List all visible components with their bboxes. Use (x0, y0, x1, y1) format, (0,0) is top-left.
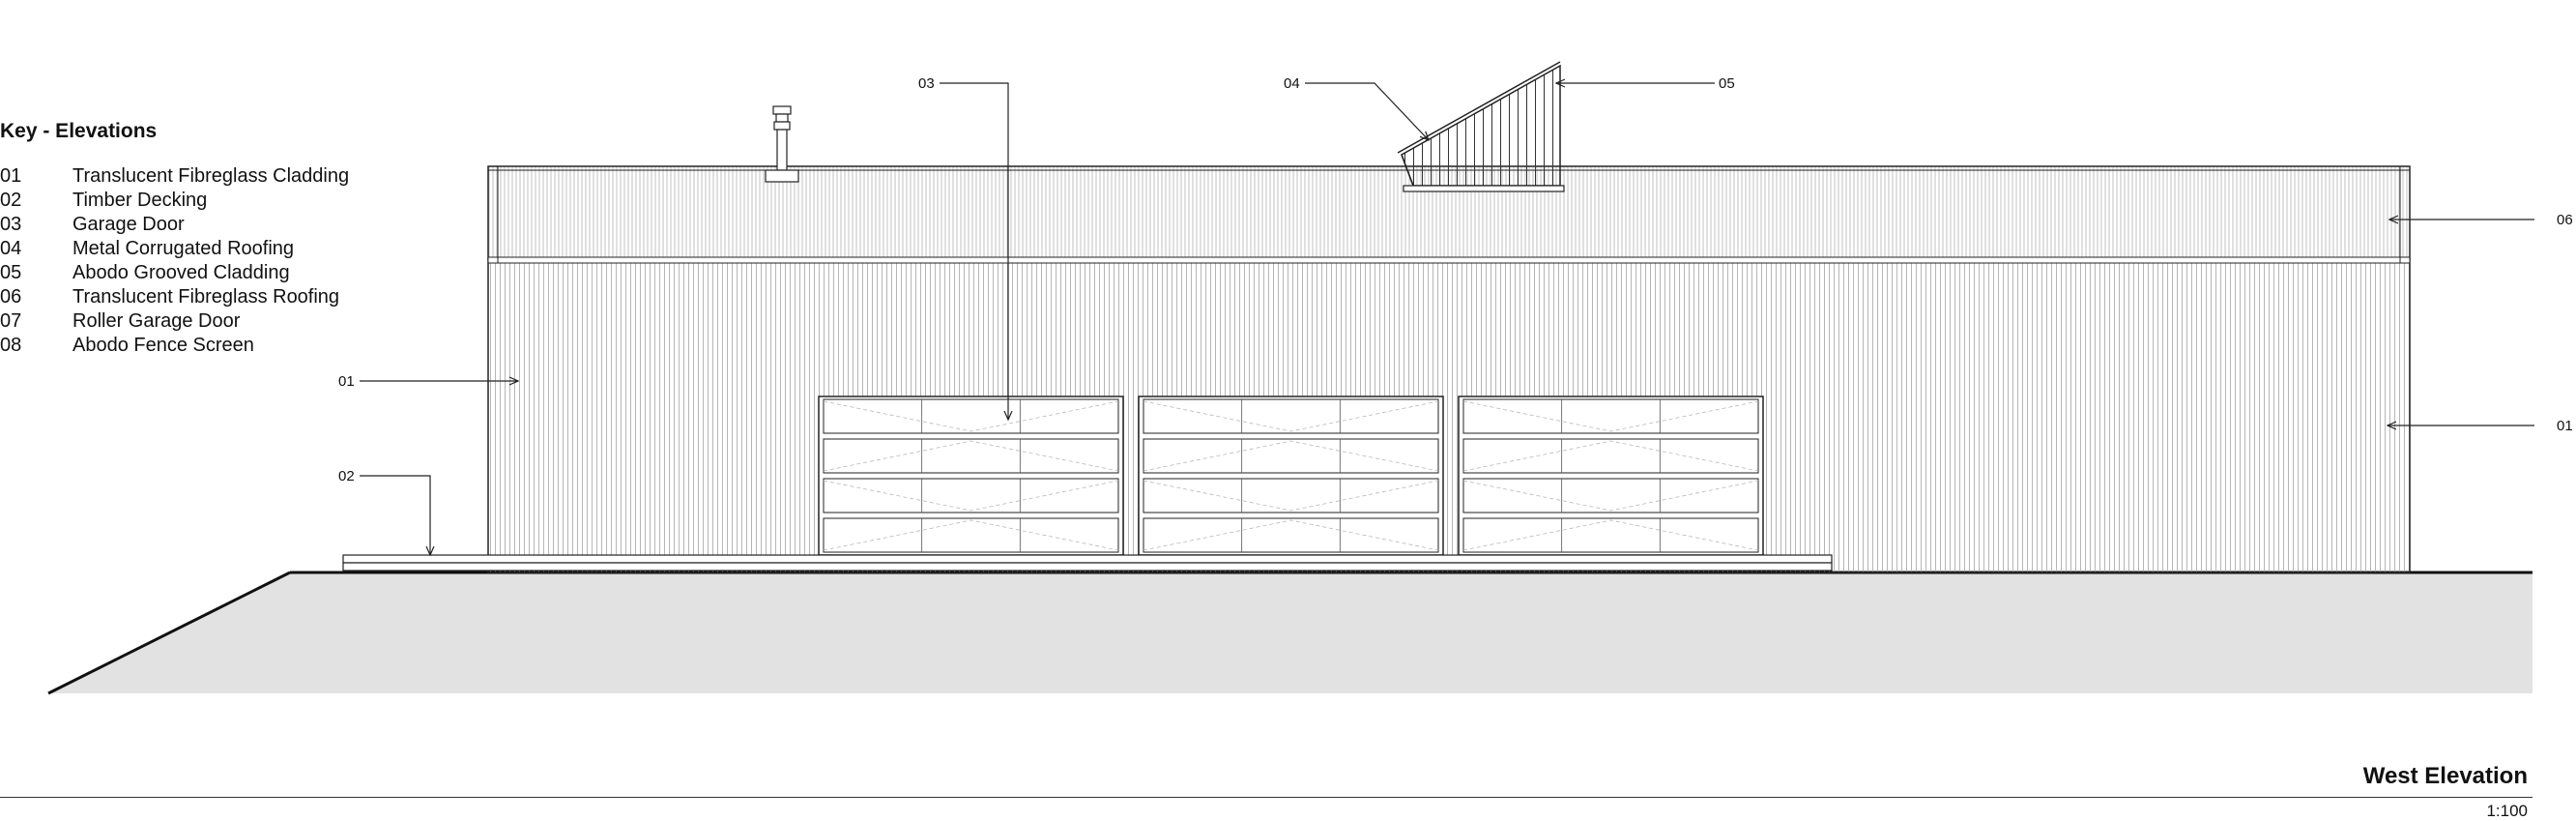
band-trim (487, 256, 2411, 264)
key-item-label: Translucent Fibreglass Roofing (72, 286, 340, 308)
key-item-code: 02 (0, 190, 22, 211)
sheet-scale: 1:100 (2486, 802, 2528, 820)
ground-slope-line (47, 571, 291, 695)
key-item-label: Roller Garage Door (72, 310, 241, 332)
door-panel (1143, 438, 1439, 474)
door-panel (823, 478, 1119, 513)
door-panel (1143, 398, 1439, 434)
garage-doors (818, 396, 1764, 556)
callout-02-text: 02 (338, 468, 355, 484)
key-item-code: 07 (0, 310, 22, 332)
title-block-rule (0, 797, 2533, 798)
door-swing-line (823, 440, 1119, 472)
callout-06: 06 (2389, 212, 2573, 228)
key-item-code: 08 (0, 335, 22, 356)
key-title: Key - Elevations (0, 120, 158, 142)
key-item: 01 Translucent Fibreglass Cladding (0, 164, 406, 189)
roof-monitor (1397, 61, 1565, 192)
key-item: 04 Metal Corrugated Roofing (0, 237, 406, 261)
door-swing-line (1462, 480, 1759, 512)
door-panel (1143, 517, 1439, 553)
key-item: 07 Roller Garage Door (0, 309, 406, 334)
key-item: 08 Abodo Fence Screen (0, 334, 406, 358)
callout-04: 04 (1284, 75, 1429, 140)
key-item: 02 Timber Decking (0, 189, 406, 213)
door-panel (1462, 398, 1759, 434)
callout-01-right-text: 01 (2557, 418, 2573, 434)
key-item-label: Translucent Fibreglass Cladding (72, 165, 350, 187)
key-item: 06 Translucent Fibreglass Roofing (0, 285, 406, 309)
key-item-code: 03 (0, 214, 22, 235)
callout-02: 02 (338, 468, 430, 555)
key-item-label: Abodo Fence Screen (72, 335, 254, 356)
key-item-code: 05 (0, 262, 22, 283)
elevation-key: Key - Elevations 01 Translucent Fibregla… (0, 120, 406, 358)
callout-03-text: 03 (918, 75, 935, 92)
key-item-label: Abodo Grooved Cladding (72, 262, 290, 283)
door-swing-line (1462, 519, 1759, 551)
key-item-label: Garage Door (72, 214, 185, 235)
key-item: 03 Garage Door (0, 213, 406, 237)
sheet-title: West Elevation (2362, 763, 2528, 789)
door-swing-line (1143, 440, 1439, 472)
callout-06-text: 06 (2557, 212, 2573, 228)
flue-chimney (765, 105, 799, 183)
main-wall-cladding (487, 258, 2411, 573)
key-item-code: 04 (0, 238, 22, 259)
callout-01-right: 01 (2388, 418, 2573, 434)
door-panel (1462, 438, 1759, 474)
door-panel (823, 398, 1119, 434)
door-swing-line (823, 400, 1119, 432)
callout-04-text: 04 (1284, 75, 1300, 92)
door-panel (823, 517, 1119, 553)
callout-01-left-text: 01 (338, 373, 355, 390)
door-swing-line (1143, 400, 1439, 432)
door-swing-line (1143, 480, 1439, 512)
key-item-label: Metal Corrugated Roofing (72, 238, 295, 259)
door-panel (1462, 478, 1759, 513)
door-swing-line (1143, 519, 1439, 551)
key-item: 05 Abodo Grooved Cladding (0, 261, 406, 285)
key-item-code: 01 (0, 165, 22, 187)
door-panel (823, 438, 1119, 474)
timber-decking (342, 554, 2411, 572)
door-panel (1462, 517, 1759, 553)
key-item-label: Timber Decking (72, 190, 208, 211)
door-swing-line (823, 519, 1119, 551)
callout-05: 05 (1556, 75, 1735, 92)
garage-door-3 (1458, 396, 1764, 556)
door-swing-line (1462, 400, 1759, 432)
key-item-code: 06 (0, 286, 22, 308)
ground-section (48, 572, 2533, 693)
callout-01-left: 01 (338, 373, 518, 390)
door-swing-line (1462, 440, 1759, 472)
garage-door-1 (818, 396, 1124, 556)
callout-05-text: 05 (1719, 75, 1735, 92)
garage-door-2 (1138, 396, 1444, 556)
callout-03: 03 (918, 75, 1008, 420)
door-swing-line (823, 480, 1119, 512)
door-panel (1143, 478, 1439, 513)
